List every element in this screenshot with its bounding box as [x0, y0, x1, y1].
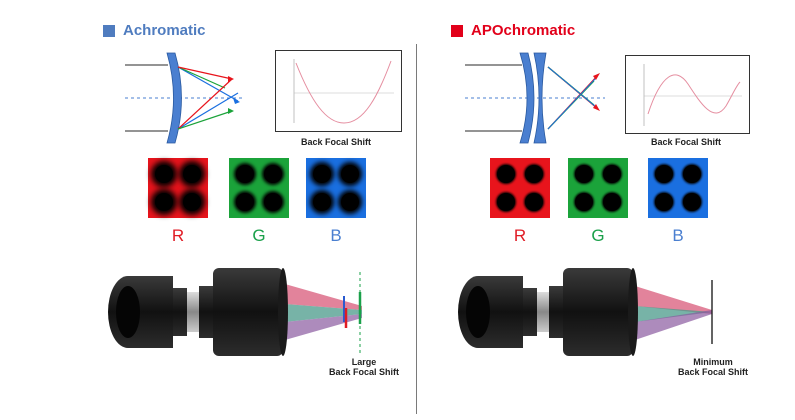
- dot: [525, 193, 543, 211]
- dot: [683, 165, 701, 183]
- apochromatic-channel-r: R: [513, 226, 527, 245]
- achromatic-lens-diagram: [125, 52, 245, 144]
- apochromatic-caption-line1: Minimum: [693, 357, 733, 367]
- dot: [497, 165, 515, 183]
- dot: [603, 165, 621, 183]
- apochromatic-green-swatch: [568, 158, 628, 218]
- apochromatic-lens-diagram: [465, 52, 605, 144]
- blurred-dot: [341, 193, 359, 211]
- blurred-dot: [341, 165, 359, 183]
- dot: [264, 193, 282, 211]
- apochromatic-caption-line2: Back Focal Shift: [677, 367, 749, 377]
- dot: [264, 165, 282, 183]
- apochromatic-channel-b: B: [672, 226, 684, 245]
- apochromatic-marker-icon: [451, 24, 463, 37]
- dot: [655, 165, 673, 183]
- achromatic-caption-line2: Back Focal Shift: [328, 367, 400, 377]
- achromatic-marker-icon: [103, 24, 115, 37]
- blurred-dot: [183, 165, 201, 183]
- apochromatic-title-text: APOchromatic: [471, 22, 576, 39]
- dot: [525, 165, 543, 183]
- achromatic-blue-swatch: [306, 158, 366, 218]
- achromatic-channel-r: R: [171, 226, 185, 245]
- dot: [683, 193, 701, 211]
- achromatic-green-swatch: [229, 158, 289, 218]
- achromatic-channel-g: G: [252, 226, 266, 245]
- apochromatic-channel-g: G: [591, 226, 605, 245]
- apochromatic-caption: Minimum Back Focal Shift: [658, 357, 768, 377]
- achromatic-title-text: Achromatic: [123, 22, 206, 39]
- panel-divider: [416, 44, 417, 414]
- apochromatic-focal-shift-graph: [625, 55, 750, 134]
- dot: [497, 193, 515, 211]
- achromatic-focal-shift-graph: [275, 50, 402, 132]
- achromatic-title: Achromatic: [103, 22, 206, 39]
- achromatic-channel-b: B: [330, 226, 342, 245]
- achromatic-caption: Large Back Focal Shift: [309, 357, 419, 377]
- apochromatic-red-swatch: [490, 158, 550, 218]
- achromatic-graph-label: Back Focal Shift: [300, 137, 372, 147]
- blurred-dot: [313, 165, 331, 183]
- apochromatic-blue-swatch: [648, 158, 708, 218]
- blurred-dot: [155, 193, 173, 211]
- achromatic-caption-line1: Large: [351, 357, 377, 367]
- apochromatic-title: APOchromatic: [451, 22, 575, 39]
- blurred-dot: [183, 193, 201, 211]
- dot: [655, 193, 673, 211]
- apochromatic-graph-label: Back Focal Shift: [650, 137, 722, 147]
- blurred-dot: [313, 193, 331, 211]
- achromatic-lens-assembly: [108, 268, 362, 356]
- dot: [603, 193, 621, 211]
- dot: [236, 193, 254, 211]
- dot: [236, 165, 254, 183]
- dot: [575, 165, 593, 183]
- apochromatic-lens-assembly: [458, 268, 713, 356]
- dot: [575, 193, 593, 211]
- achromatic-red-swatch: [148, 158, 208, 218]
- blurred-dot: [155, 165, 173, 183]
